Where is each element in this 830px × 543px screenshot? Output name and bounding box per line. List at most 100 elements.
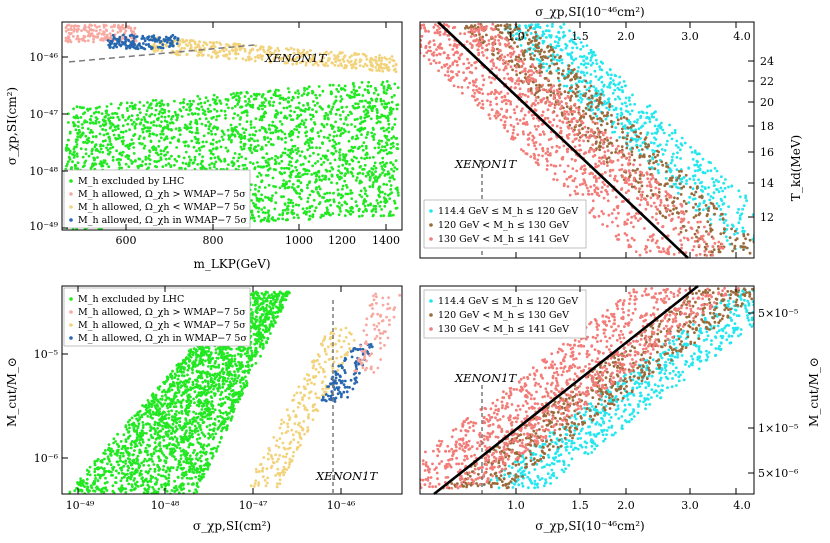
data-point-cyan <box>763 247 766 250</box>
data-point-above <box>77 40 81 43</box>
data-point-excluded <box>367 80 370 84</box>
data-point-excluded <box>283 147 287 151</box>
data-point-cyan <box>673 131 677 135</box>
data-point-below <box>324 61 328 65</box>
data-point-excluded <box>94 121 98 125</box>
data-point-brown <box>638 156 642 159</box>
data-point-excluded <box>84 152 88 156</box>
data-point-excluded <box>306 93 309 97</box>
data-point-excluded <box>303 142 307 146</box>
data-point-cyan <box>725 228 729 231</box>
data-point-salmon <box>573 177 577 180</box>
scatter-points-top-right <box>420 22 777 257</box>
data-point-cyan <box>631 93 634 97</box>
legend-marker-below <box>69 205 73 209</box>
data-point-excluded <box>265 152 269 156</box>
data-point-below <box>328 57 331 60</box>
data-point-within <box>161 46 165 50</box>
data-point-excluded <box>380 208 383 211</box>
data-point-brown <box>494 25 498 28</box>
data-point-excluded <box>390 151 393 155</box>
data-point-excluded <box>337 169 340 173</box>
data-point-cyan <box>744 196 747 200</box>
data-point-excluded <box>253 133 257 137</box>
data-point-brown <box>661 163 665 167</box>
data-point-cyan <box>675 185 678 189</box>
data-point-excluded <box>316 131 320 135</box>
data-point-excluded <box>204 124 208 128</box>
data-point-excluded <box>120 166 124 170</box>
data-point-brown <box>706 220 710 224</box>
data-point-salmon <box>583 164 586 168</box>
data-point-cyan <box>774 239 777 242</box>
data-point-excluded <box>209 129 213 133</box>
data-point-brown <box>630 150 634 154</box>
data-point-brown <box>569 98 572 102</box>
data-point-excluded <box>366 203 370 207</box>
data-point-cyan <box>722 181 726 185</box>
data-point-excluded <box>77 120 80 124</box>
data-point-cyan <box>719 186 723 190</box>
data-point-below <box>309 49 312 52</box>
data-point-excluded <box>232 128 236 132</box>
data-point-excluded <box>298 154 302 158</box>
data-point-cyan <box>531 43 535 47</box>
data-point-excluded <box>338 175 342 179</box>
data-point-brown <box>610 125 614 129</box>
data-point-excluded <box>357 105 361 109</box>
data-point-brown <box>525 33 529 37</box>
data-point-excluded <box>316 170 320 174</box>
data-point-excluded <box>323 117 327 121</box>
data-point-brown <box>589 116 593 120</box>
data-point-excluded <box>293 144 297 148</box>
data-point-above <box>69 25 73 28</box>
data-point-cyan <box>676 146 680 149</box>
data-point-excluded <box>306 103 310 107</box>
data-point-below <box>326 64 330 68</box>
data-point-below <box>185 39 189 42</box>
data-point-salmon <box>640 171 644 175</box>
data-point-excluded <box>96 149 100 153</box>
data-point-excluded <box>389 161 392 165</box>
data-point-excluded <box>193 112 197 115</box>
data-point-brown <box>608 105 611 109</box>
data-point-excluded <box>146 120 150 124</box>
data-point-above <box>103 36 106 40</box>
data-point-excluded <box>358 215 361 218</box>
data-point-salmon <box>519 65 523 69</box>
data-point-excluded <box>289 134 293 137</box>
data-point-excluded <box>387 126 391 130</box>
data-point-below <box>227 56 230 60</box>
data-point-excluded <box>296 185 300 189</box>
data-point-excluded <box>267 140 271 144</box>
data-point-excluded <box>155 160 159 164</box>
data-point-excluded <box>384 148 388 152</box>
data-point-excluded <box>350 123 353 126</box>
data-point-excluded <box>351 174 355 178</box>
data-point-excluded <box>340 105 344 109</box>
data-point-below <box>374 61 378 64</box>
data-point-excluded <box>338 154 342 157</box>
data-point-excluded <box>238 123 242 126</box>
data-point-below <box>344 66 348 69</box>
legend-top-left: M_h excluded by LHC M_h allowed, Ω_χh > … <box>63 169 251 229</box>
data-point-excluded <box>115 149 118 153</box>
data-point-below <box>201 44 205 47</box>
data-point-salmon <box>467 30 471 34</box>
data-point-excluded <box>390 95 394 99</box>
data-point-excluded <box>272 100 276 104</box>
data-point-below <box>165 44 168 48</box>
data-point-cyan <box>644 121 647 125</box>
data-point-excluded <box>188 122 192 126</box>
data-point-salmon <box>698 252 702 256</box>
data-point-excluded <box>370 131 374 135</box>
data-point-excluded <box>238 152 241 156</box>
data-point-excluded <box>93 145 97 149</box>
data-point-cyan <box>682 176 686 179</box>
data-point-cyan <box>597 78 601 81</box>
data-point-below <box>215 40 219 44</box>
data-point-excluded <box>364 174 368 178</box>
data-point-excluded <box>345 183 348 187</box>
data-point-brown <box>491 52 494 56</box>
data-point-excluded <box>344 116 348 119</box>
